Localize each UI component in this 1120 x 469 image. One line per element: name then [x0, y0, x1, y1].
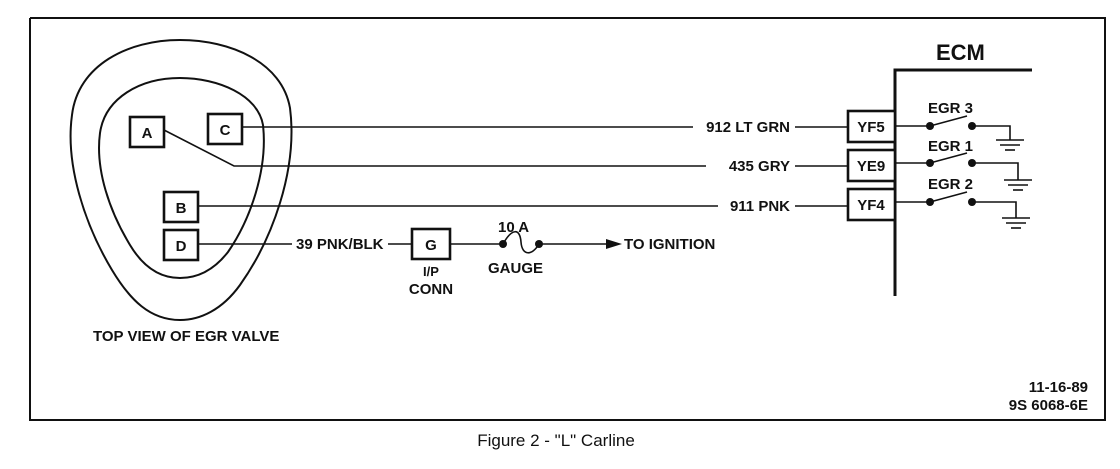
- ground-icon-egr-2: [1002, 217, 1030, 229]
- ecm-terminal-yf4-label: YF4: [857, 197, 885, 214]
- egr-valve-inner-outline: [98, 76, 265, 280]
- ignition-label: TO IGNITION: [624, 236, 715, 253]
- fuse-rating: 10 A: [498, 219, 529, 236]
- wire-label-435-gry: 435 GRY: [729, 158, 790, 175]
- wire-435-gry: [163, 129, 706, 167]
- egr-pin-c: C: [206, 112, 244, 146]
- switch-egr-2-label: EGR 2: [928, 176, 973, 193]
- egr-pin-a-label: A: [142, 125, 153, 142]
- switch-egr-3: [895, 115, 1024, 151]
- ecm-terminal-ye9-label: YE9: [857, 158, 885, 175]
- egr-pin-d-label: D: [176, 238, 187, 255]
- ip-connector: G: [410, 227, 452, 261]
- ecm-terminal-ye9: YE9: [846, 148, 897, 183]
- wire-label-911-pnk: 911 PNK: [730, 198, 790, 215]
- fuse-name: GAUGE: [488, 260, 543, 277]
- ip-connector-pin-label: G: [425, 237, 437, 254]
- ground-icon-egr-1: [1004, 179, 1032, 191]
- switch-egr-1: [895, 152, 1032, 191]
- ground-icon-egr-3: [996, 139, 1024, 151]
- wire-label-39-pnk-blk: 39 PNK/BLK: [296, 236, 384, 253]
- ecm-terminal-yf5-label: YF5: [857, 119, 885, 136]
- drawing-number: 9S 6068-6E: [1009, 397, 1088, 414]
- figure-caption: Figure 2 - "L" Carline: [477, 431, 635, 450]
- egr-pin-a: A: [128, 115, 166, 149]
- egr-valve-caption: TOP VIEW OF EGR VALVE: [93, 328, 279, 345]
- switch-egr-3-label: EGR 3: [928, 100, 973, 117]
- date-code: 11-16-89: [1029, 379, 1088, 396]
- egr-pin-b-label: B: [176, 200, 187, 217]
- ecm-title: ECM: [936, 40, 985, 65]
- wire-label-912-lt-grn: 912 LT GRN: [706, 119, 790, 136]
- egr-pin-d: D: [162, 228, 200, 262]
- switch-egr-1-label: EGR 1: [928, 138, 973, 155]
- egr-valve-outer-outline: [69, 38, 293, 322]
- ecm-terminal-yf4: YF4: [846, 187, 897, 222]
- egr-pin-c-label: C: [220, 122, 231, 139]
- arrow-right-icon: [606, 239, 622, 249]
- ip-connector-label-line2: CONN: [409, 281, 453, 298]
- egr-pin-b: B: [162, 190, 200, 224]
- switch-egr-2: [895, 191, 1030, 229]
- fuse-element-icon: [502, 230, 540, 254]
- ecm-terminal-yf5: YF5: [846, 109, 897, 144]
- diagram-frame: [29, 17, 1106, 421]
- ip-connector-label-line1: I/P: [423, 264, 439, 279]
